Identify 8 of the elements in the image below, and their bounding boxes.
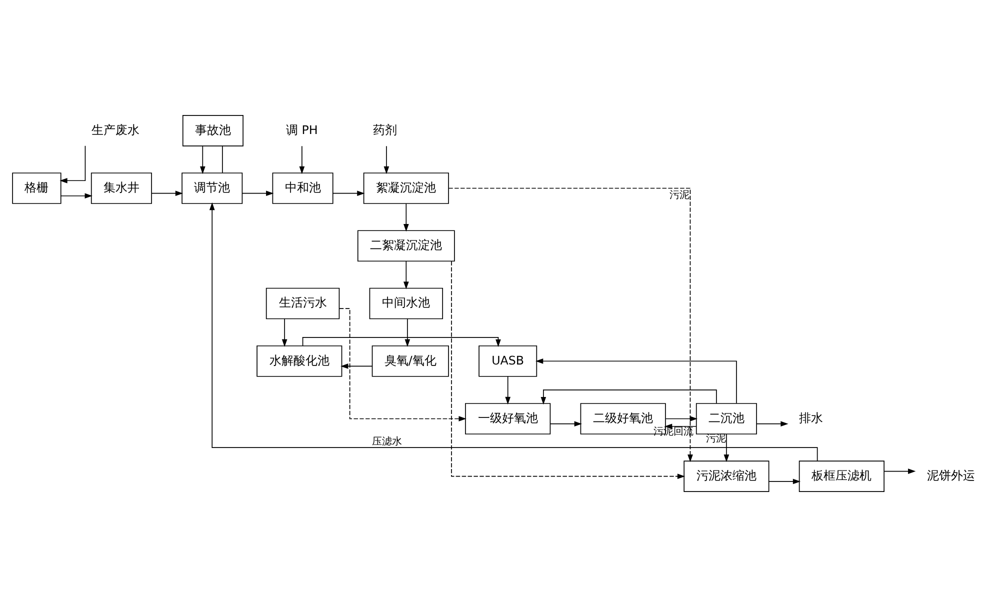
node-text: 生产废水 — [92, 122, 140, 137]
node-text: 调 PH — [286, 122, 318, 137]
edge-label: 压滤水 — [372, 436, 402, 448]
node-text: 泥饼外运 — [927, 468, 975, 482]
edge-label: 污泥 — [670, 190, 690, 201]
edge-label: 污泥 — [706, 434, 726, 445]
node-text: 药剂 — [372, 122, 397, 137]
node-text: 排水 — [799, 410, 824, 425]
